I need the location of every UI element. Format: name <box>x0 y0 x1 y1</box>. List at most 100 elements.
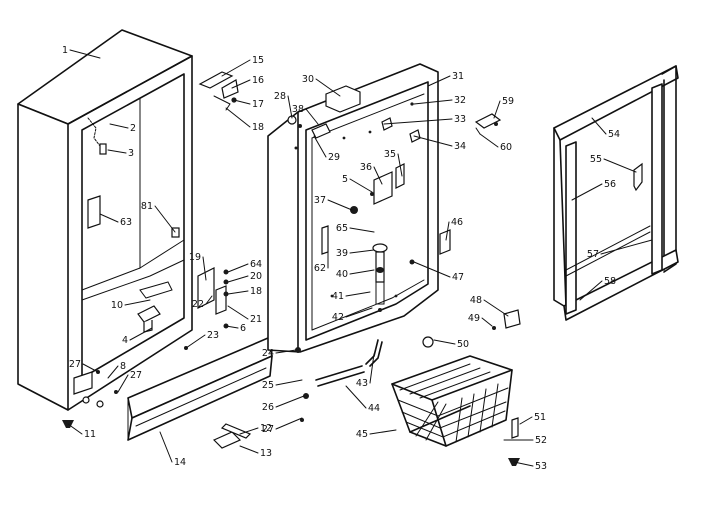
callout-label-25: 25 <box>262 380 274 391</box>
leader-line-63 <box>99 213 119 223</box>
leader-line-58 <box>579 280 603 301</box>
leader-line-25 <box>275 379 303 386</box>
callout-label-31: 31 <box>452 71 464 82</box>
leader-line-18 <box>225 107 251 128</box>
leader-line-4 <box>129 327 153 341</box>
leader-line-65 <box>349 227 375 233</box>
leader-line-47 <box>413 261 451 278</box>
callout-label-2: 2 <box>130 123 136 134</box>
callout-label-27: 27 <box>262 424 274 435</box>
leader-line-23 <box>185 334 206 349</box>
callout-label-18: 18 <box>250 286 262 297</box>
leader-line-64 <box>227 263 249 273</box>
callout-label-60: 60 <box>500 142 512 153</box>
callout-label-81: 81 <box>141 201 153 212</box>
callout-label-14: 14 <box>174 457 186 468</box>
callout-label-38: 38 <box>292 104 304 115</box>
callout-label-18: 18 <box>252 122 264 133</box>
callout-label-1: 1 <box>62 45 68 56</box>
leader-line-15 <box>221 59 251 77</box>
leader-line-50 <box>433 339 456 345</box>
callout-label-16: 16 <box>252 75 264 86</box>
leader-line-27 <box>275 417 303 430</box>
leader-line-10 <box>124 299 151 306</box>
leader-line-56 <box>571 183 603 201</box>
leader-line-43 <box>369 353 375 384</box>
leader-line-12 <box>239 427 259 435</box>
callout-label-37: 37 <box>314 195 326 206</box>
callout-label-49: 49 <box>468 313 480 324</box>
callout-label-28: 28 <box>274 91 286 102</box>
leader-line-20 <box>227 275 249 283</box>
leader-line-46 <box>445 221 450 241</box>
leader-line-36 <box>373 166 383 185</box>
callout-label-45: 45 <box>356 429 368 440</box>
leader-line-29 <box>313 135 327 158</box>
callout-label-11: 11 <box>84 429 96 440</box>
leader-line-40 <box>349 269 375 275</box>
callout-label-48: 48 <box>470 295 482 306</box>
callout-label-42: 42 <box>332 312 344 323</box>
leader-line-39 <box>349 249 375 254</box>
callout-label-59: 59 <box>502 96 514 107</box>
leader-line-53 <box>513 461 534 467</box>
callout-label-13: 13 <box>260 448 272 459</box>
leader-line-16 <box>231 79 251 89</box>
callout-label-43: 43 <box>356 378 368 389</box>
callout-label-39: 39 <box>336 248 348 259</box>
toe-grille <box>127 337 273 449</box>
callout-label-27: 27 <box>69 359 81 370</box>
callout-label-32: 32 <box>454 95 466 106</box>
callout-label-22: 22 <box>192 299 204 310</box>
leader-line-51 <box>519 416 533 425</box>
leader-line-81 <box>154 205 176 233</box>
callout-label-8: 8 <box>120 361 126 372</box>
callout-label-54: 54 <box>608 129 620 140</box>
leader-line-8 <box>107 365 119 379</box>
leader-line-49 <box>481 317 493 327</box>
leader-line-60 <box>479 133 499 148</box>
leader-line-24 <box>275 349 297 354</box>
callout-label-27: 27 <box>130 370 142 381</box>
leader-line-22 <box>205 295 213 305</box>
callout-label-47: 47 <box>452 272 464 283</box>
leader-line-37 <box>327 199 353 211</box>
handle-piece <box>474 113 502 135</box>
leader-line-42 <box>345 307 373 318</box>
leader-line-41 <box>345 291 371 297</box>
leader-line-33 <box>383 118 453 125</box>
leader-line-1 <box>69 49 101 59</box>
callout-label-62: 62 <box>314 263 326 274</box>
callout-label-65: 65 <box>336 223 348 234</box>
callout-label-34: 34 <box>454 141 466 152</box>
leader-line-19 <box>202 256 207 281</box>
callout-label-64: 64 <box>250 259 262 270</box>
callout-label-3: 3 <box>128 148 134 159</box>
leader-line-5 <box>349 178 373 193</box>
callout-label-55: 55 <box>590 154 602 165</box>
callout-label-41: 41 <box>332 291 344 302</box>
callout-label-5: 5 <box>342 174 348 185</box>
callout-label-19: 19 <box>189 252 201 263</box>
cabinet-shell <box>17 29 229 428</box>
leader-line-27 <box>117 374 129 393</box>
callout-label-20: 20 <box>250 271 262 282</box>
leader-line-32 <box>413 99 453 105</box>
callout-label-4: 4 <box>122 335 128 346</box>
callout-label-12: 12 <box>260 423 272 434</box>
callout-leaders <box>67 49 653 467</box>
leader-line-13 <box>239 445 259 454</box>
top-hinge-assembly <box>198 71 239 111</box>
callout-label-58: 58 <box>604 276 616 287</box>
callout-label-24: 24 <box>262 348 274 359</box>
leader-line-59 <box>493 100 501 119</box>
callout-label-53: 53 <box>535 461 547 472</box>
leader-line-54 <box>591 117 607 135</box>
callout-label-36: 36 <box>360 162 372 173</box>
leader-line-17 <box>233 99 251 105</box>
callout-label-10: 10 <box>111 300 123 311</box>
leader-line-45 <box>369 429 397 435</box>
leader-line-14 <box>159 431 173 463</box>
